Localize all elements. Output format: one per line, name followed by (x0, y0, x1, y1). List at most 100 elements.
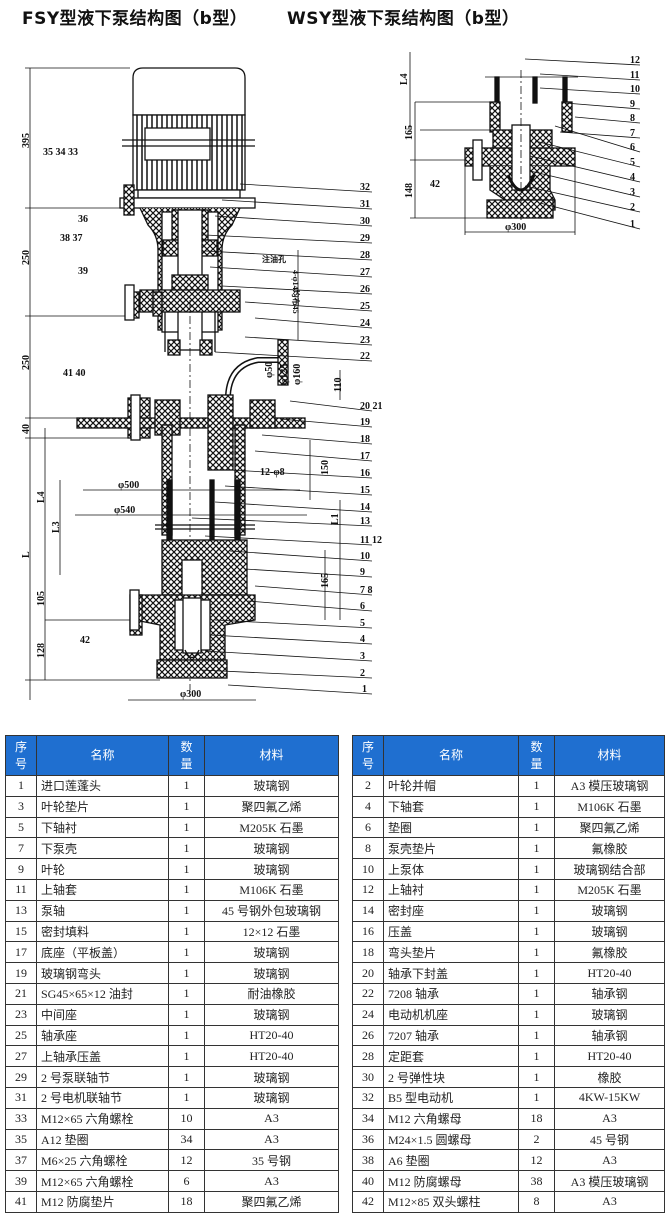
part-quantity: 18 (168, 1190, 205, 1213)
part-quantity: 1 (168, 1003, 205, 1026)
wsy-callout-42: 42 (430, 179, 440, 190)
wsy-dim-148: 148 (404, 183, 415, 198)
part-material: 玻璃钢 (204, 1003, 339, 1026)
part-material: 玻璃钢 (204, 962, 339, 984)
part-quantity: 10 (168, 1107, 205, 1130)
part-number: 1 (5, 775, 37, 797)
part-quantity: 1 (168, 1024, 205, 1047)
part-number: 29 (5, 1066, 37, 1088)
part-quantity: 1 (518, 899, 555, 922)
callout-35-34-33: 35 34 33 (43, 147, 78, 158)
dim-165: 165 (320, 573, 331, 588)
part-quantity: 1 (168, 858, 205, 880)
callout-28: 28 (360, 250, 370, 261)
part-material: A3 (204, 1170, 339, 1192)
callout-4: 4 (360, 634, 365, 645)
part-quantity: 1 (518, 816, 555, 839)
leader-line (539, 202, 641, 230)
part-name: 轴承座 (36, 1024, 169, 1047)
part-name: M12 六角螺母 (383, 1107, 519, 1130)
header-no: 序号 (5, 735, 37, 776)
dim-40: 40 (21, 424, 32, 434)
leader-line (214, 351, 373, 362)
part-number: 42 (352, 1190, 384, 1213)
part-number: 19 (5, 962, 37, 984)
leader-line (279, 418, 373, 428)
header-material: 材料 (204, 735, 339, 776)
wsy-callout-5: 5 (630, 157, 635, 168)
part-material: 玻璃钢 (204, 1086, 339, 1109)
leader-line (221, 199, 373, 210)
part-number: 35 (5, 1128, 37, 1151)
wsy-drawing-title: WSY型液下泵结构图（b型） (287, 9, 520, 29)
part-material: HT20-40 (204, 1045, 339, 1068)
callout-5: 5 (360, 618, 365, 629)
part-name: M12×65 六角螺栓 (36, 1107, 169, 1130)
callout-41-40: 41 40 (63, 368, 86, 379)
leader-line (564, 102, 641, 110)
leader-line (247, 600, 373, 612)
wsy-callout-7: 7 (630, 128, 635, 139)
leader-line (214, 501, 373, 513)
wsy-dim-phi300: φ300 (505, 222, 526, 233)
part-name: A6 垫圈 (383, 1149, 519, 1172)
wsy-dim-165: 165 (404, 125, 415, 140)
callout-36: 36 (78, 214, 88, 225)
part-quantity: 1 (168, 1066, 205, 1088)
header-no: 序号 (352, 735, 384, 776)
leader-line (229, 469, 373, 479)
callout-20-21: 20 21 (360, 401, 383, 412)
leader-line (214, 619, 373, 629)
wsy-callout-10: 10 (630, 84, 640, 95)
part-quantity: 1 (168, 962, 205, 984)
part-number: 9 (5, 858, 37, 880)
leader-line (221, 285, 373, 295)
part-name: 叶轮并帽 (383, 775, 519, 797)
leader-line (204, 250, 373, 261)
dim-250-upper: 250 (21, 250, 32, 265)
part-number: 31 (5, 1086, 37, 1109)
part-quantity: 12 (168, 1149, 205, 1172)
dim-110: 110 (333, 378, 344, 392)
part-quantity: 1 (168, 1086, 205, 1109)
dim-128: 128 (36, 643, 47, 658)
callout-1: 1 (362, 684, 367, 695)
part-quantity: 1 (168, 775, 205, 797)
leader-line (204, 234, 373, 244)
callout-10: 10 (360, 551, 370, 562)
part-number: 7 (5, 837, 37, 860)
part-name: B5 型电动机 (383, 1086, 519, 1109)
part-number: 23 (5, 1003, 37, 1026)
leader-line (204, 650, 373, 662)
part-quantity: 18 (518, 1107, 555, 1130)
part-material: A3 模压玻璃钢 (554, 775, 665, 797)
callout-38-37: 38 37 (60, 233, 83, 244)
part-material: A3 (554, 1149, 665, 1172)
leader-line (524, 185, 641, 213)
dim-phi125: φ125 (279, 364, 290, 385)
part-number: 41 (5, 1190, 37, 1213)
part-number: 10 (352, 858, 384, 880)
part-material: HT20-40 (554, 1045, 665, 1068)
wsy-callout-9: 9 (630, 99, 635, 110)
part-quantity: 1 (168, 982, 205, 1005)
part-quantity: 12 (518, 1149, 555, 1172)
part-material: 聚四氟乙烯 (554, 816, 665, 839)
dim-l4: L4 (36, 491, 47, 503)
